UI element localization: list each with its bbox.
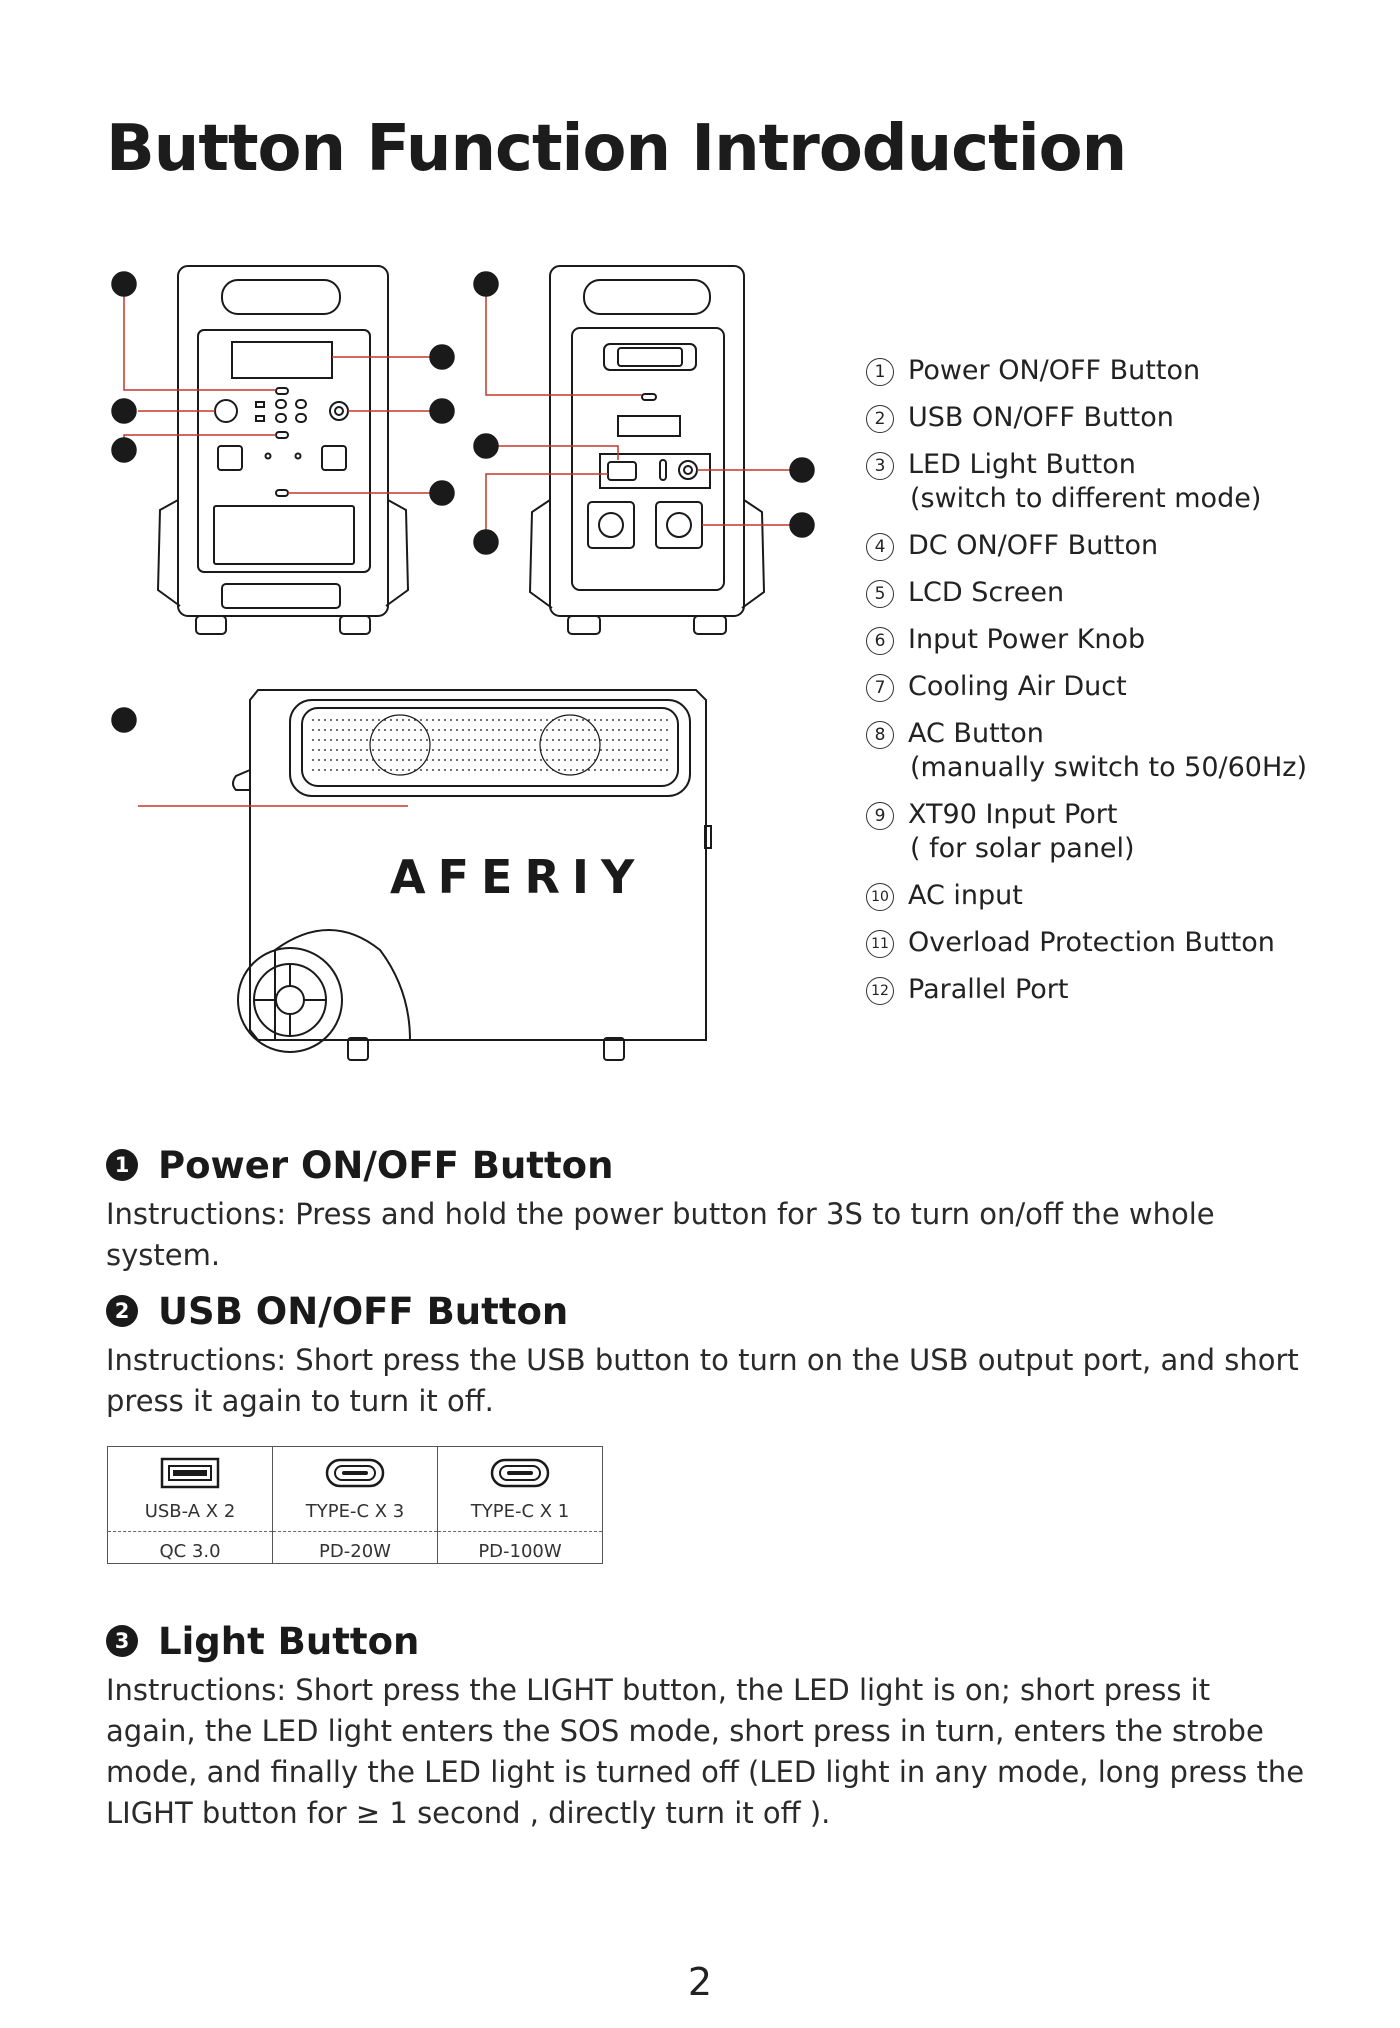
port-type-label: USB-A X 2 xyxy=(144,1501,236,1522)
section-number-badge: 1 xyxy=(106,1149,138,1181)
legend-label: DC ON/OFF Button xyxy=(908,530,1159,561)
callout-1: 1 xyxy=(429,398,455,424)
port-column-type-c-20w: TYPE-C X 3 PD-20W xyxy=(273,1447,438,1563)
legend-number: 2 xyxy=(866,405,894,433)
legend-item: 8 AC Button(manually switch to 50/60Hz) xyxy=(866,717,1386,785)
svg-text:12: 12 xyxy=(794,519,809,533)
back-view-drawing xyxy=(528,265,766,635)
callout-7: 7 xyxy=(111,707,137,733)
type-c-port-icon xyxy=(325,1458,385,1488)
legend-number: 10 xyxy=(866,883,894,911)
callout-11: 11 xyxy=(789,457,815,483)
legend-label: LCD Screen xyxy=(908,577,1065,608)
legend-label: Overload Protection Button xyxy=(908,927,1275,958)
port-spec-label: QC 3.0 xyxy=(159,1541,221,1562)
legend-item: 6 Input Power Knob xyxy=(866,623,1386,657)
port-column-usb-a: USB-A X 2 QC 3.0 xyxy=(108,1447,273,1563)
svg-text:5: 5 xyxy=(437,348,447,366)
svg-text:11: 11 xyxy=(794,464,809,478)
legend-label: AC Button xyxy=(908,718,1044,749)
callout-2: 2 xyxy=(111,271,137,297)
callout-10: 10 xyxy=(473,529,499,555)
section-number-badge: 3 xyxy=(106,1625,138,1657)
svg-text:10: 10 xyxy=(478,536,493,550)
legend-label: AC input xyxy=(908,880,1023,911)
port-spec-label: PD-20W xyxy=(319,1541,391,1562)
legend-label: Parallel Port xyxy=(908,974,1069,1005)
page-number: 2 xyxy=(687,1960,713,2004)
side-view-drawing: AFERIY xyxy=(232,689,712,1061)
callout-4: 4 xyxy=(111,437,137,463)
legend-item: 2 USB ON/OFF Button xyxy=(866,401,1386,435)
port-column-type-c-100w: TYPE-C X 1 PD-100W xyxy=(438,1447,602,1563)
legend-number: 12 xyxy=(866,977,894,1005)
front-view-drawing xyxy=(156,265,410,635)
legend-label: USB ON/OFF Button xyxy=(908,402,1174,433)
legend-number: 6 xyxy=(866,627,894,655)
section-title: Power ON/OFF Button xyxy=(158,1143,614,1187)
port-type-label: TYPE-C X 1 xyxy=(470,1501,570,1522)
svg-text:9: 9 xyxy=(481,437,491,455)
section-light-button: 3 Light Button Instructions: Short press… xyxy=(106,1616,1306,1834)
legend-label: Input Power Knob xyxy=(908,624,1146,655)
callout-lines xyxy=(123,296,790,807)
legend-sublabel: (manually switch to 50/60Hz) xyxy=(910,752,1307,783)
callout-8: 8 xyxy=(429,480,455,506)
svg-text:2: 2 xyxy=(119,275,129,293)
legend-number: 8 xyxy=(866,721,894,749)
legend-label: XT90 Input Port xyxy=(908,799,1118,830)
legend-item: 10 AC input xyxy=(866,879,1386,913)
legend-item: 1 Power ON/OFF Button xyxy=(866,354,1386,388)
callout-5: 5 xyxy=(429,344,455,370)
port-spec-label: PD-100W xyxy=(478,1541,562,1562)
callout-3: 3 xyxy=(473,271,499,297)
section-instructions: Instructions: Short press the USB button… xyxy=(106,1343,1299,1418)
legend-label: Cooling Air Duct xyxy=(908,671,1127,702)
section-title: Light Button xyxy=(158,1619,420,1663)
usb-a-port-icon xyxy=(160,1457,220,1489)
legend-sublabel: ( for solar panel) xyxy=(910,833,1135,864)
type-c-port-icon xyxy=(490,1458,550,1488)
legend-label: Power ON/OFF Button xyxy=(908,355,1201,386)
legend-item: 11 Overload Protection Button xyxy=(866,926,1386,960)
legend-number: 11 xyxy=(866,930,894,958)
legend-number: 4 xyxy=(866,533,894,561)
brand-logo: AFERIY xyxy=(390,850,646,904)
legend-item: 7 Cooling Air Duct xyxy=(866,670,1386,704)
callout-9: 9 xyxy=(473,433,499,459)
svg-text:3: 3 xyxy=(481,275,491,293)
port-type-label: TYPE-C X 3 xyxy=(305,1501,405,1522)
section-usb-button: 2 USB ON/OFF Button Instructions: Short … xyxy=(106,1286,1306,1422)
legend-number: 1 xyxy=(866,358,894,386)
callout-markers: 2 6 4 5 1 8 3 9 10 11 12 7 xyxy=(111,271,815,733)
svg-text:8: 8 xyxy=(437,484,447,502)
legend-sublabel: (switch to different mode) xyxy=(910,483,1262,514)
legend-number: 3 xyxy=(866,452,894,480)
svg-text:1: 1 xyxy=(437,402,447,420)
svg-text:7: 7 xyxy=(119,711,129,729)
section-number-badge: 2 xyxy=(106,1295,138,1327)
legend-item: 3 LED Light Button(switch to different m… xyxy=(866,448,1386,516)
section-instructions: Instructions: Short press the LIGHT butt… xyxy=(106,1673,1305,1830)
legend-number: 5 xyxy=(866,580,894,608)
legend-item: 12 Parallel Port xyxy=(866,973,1386,1007)
svg-text:4: 4 xyxy=(119,441,129,459)
legend-number: 9 xyxy=(866,802,894,830)
svg-text:6: 6 xyxy=(119,402,129,420)
callout-legend: 1 Power ON/OFF Button 2 USB ON/OFF Butto… xyxy=(866,354,1386,1020)
usb-ports-table: USB-A X 2 QC 3.0 TYPE-C X 3 PD-20W TYPE-… xyxy=(107,1446,603,1564)
legend-item: 9 XT90 Input Port( for solar panel) xyxy=(866,798,1386,866)
section-instructions: Instructions: Press and hold the power b… xyxy=(106,1197,1215,1272)
legend-item: 4 DC ON/OFF Button xyxy=(866,529,1386,563)
legend-label: LED Light Button xyxy=(908,449,1136,480)
section-power-button: 1 Power ON/OFF Button Instructions: Pres… xyxy=(106,1140,1306,1276)
legend-item: 5 LCD Screen xyxy=(866,576,1386,610)
page-title: Button Function Introduction xyxy=(106,112,1127,186)
section-title: USB ON/OFF Button xyxy=(158,1289,569,1333)
callout-12: 12 xyxy=(789,512,815,538)
callout-6: 6 xyxy=(111,398,137,424)
legend-number: 7 xyxy=(866,674,894,702)
product-diagram: AFERIY 2 6 4 5 1 8 3 9 xyxy=(100,250,820,1080)
